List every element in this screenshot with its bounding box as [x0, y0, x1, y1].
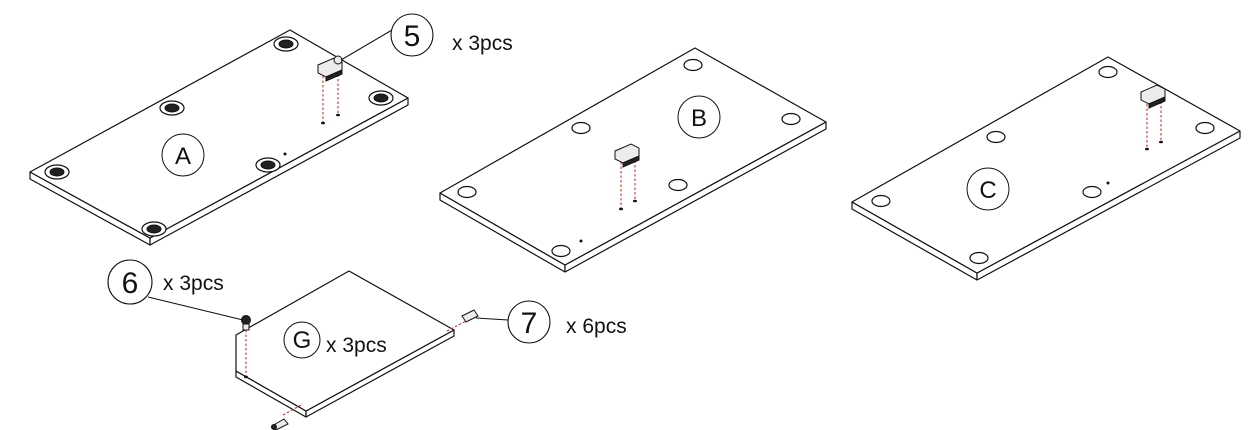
- panel-a: A: [29, 29, 409, 246]
- panel-a-label: A: [161, 133, 205, 177]
- cam-lock-icon: [1140, 84, 1166, 151]
- cam-lock-icon: [614, 143, 640, 211]
- part-7-callout: 7 x 6pcs: [475, 300, 627, 344]
- panel-g: G x 3pcs: [235, 270, 479, 430]
- part-6-callout: 6 x 3pcs: [107, 259, 244, 321]
- svg-text:G: G: [293, 327, 312, 354]
- part-7-quantity: x 6pcs: [566, 315, 627, 338]
- svg-text:B: B: [691, 105, 707, 132]
- part-5-quantity: x 3pcs: [452, 32, 513, 55]
- part-6-quantity: x 3pcs: [163, 272, 224, 295]
- panel-b: B: [439, 47, 827, 273]
- leveling-glide-icon: [44, 36, 394, 237]
- cam-lock-icon: [317, 55, 343, 125]
- svg-text:6: 6: [122, 267, 139, 300]
- cam-bolt-icon: [241, 315, 251, 379]
- svg-text:A: A: [175, 143, 191, 170]
- svg-text:5: 5: [404, 20, 421, 53]
- panel-c-holes: [871, 65, 1215, 265]
- dowel-icon: [271, 403, 304, 430]
- dowel-icon: [446, 309, 479, 332]
- svg-text:7: 7: [521, 307, 538, 340]
- svg-text:C: C: [979, 177, 996, 204]
- part-5-callout: 5 x 3pcs: [340, 13, 513, 61]
- panel-b-label: B: [677, 95, 721, 139]
- panel-c: C: [851, 56, 1241, 281]
- panel-g-label: G x 3pcs: [283, 321, 387, 359]
- panel-b-holes: [457, 58, 801, 258]
- panel-g-quantity: x 3pcs: [326, 334, 387, 357]
- panel-c-label: C: [966, 167, 1010, 211]
